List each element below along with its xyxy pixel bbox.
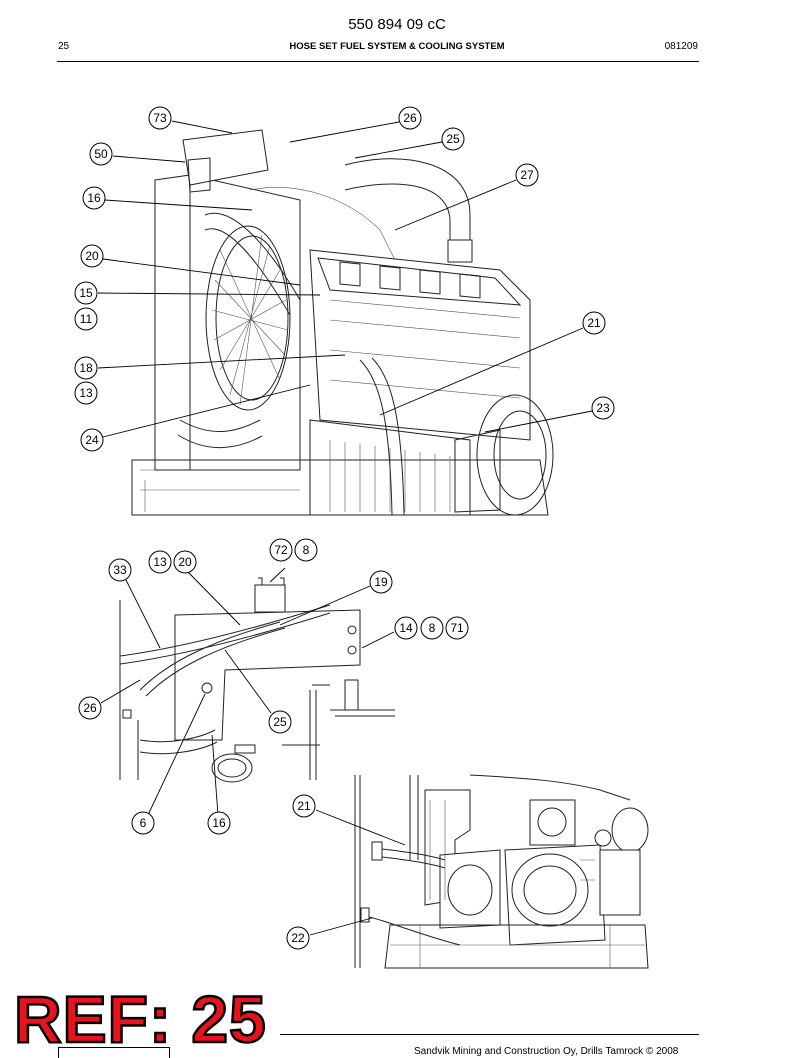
- callout-15: 15: [74, 281, 98, 305]
- svg-text:71: 71: [450, 621, 464, 635]
- callout-18: 18: [74, 356, 98, 380]
- tank-detail-drawing: [119, 577, 395, 783]
- leaders-view2: [100, 567, 395, 816]
- svg-text:15: 15: [79, 286, 93, 300]
- callout-11: 11: [74, 307, 98, 331]
- svg-text:16: 16: [87, 191, 101, 205]
- callout-22: 22: [286, 926, 310, 950]
- svg-text:11: 11: [80, 312, 93, 326]
- date-code: 081209: [664, 41, 698, 52]
- svg-text:13: 13: [79, 386, 93, 400]
- svg-text:16: 16: [212, 816, 226, 830]
- callout-71: 71: [445, 616, 469, 640]
- header-rule: [57, 61, 699, 62]
- leaders-view3: [309, 809, 406, 936]
- svg-text:13: 13: [153, 555, 167, 569]
- callout-25: 25: [268, 710, 292, 734]
- callout-13: 13: [74, 381, 98, 405]
- callout-6: 6: [131, 811, 155, 835]
- svg-text:20: 20: [85, 249, 99, 263]
- callout-73: 73: [148, 106, 172, 130]
- footer-rule: [280, 1034, 699, 1035]
- svg-text:18: 18: [79, 361, 93, 375]
- svg-text:24: 24: [85, 433, 99, 447]
- page-title: HOSE SET FUEL SYSTEM & COOLING SYSTEM: [289, 41, 505, 52]
- callout-33: 33: [108, 558, 132, 582]
- leaders-view1: [97, 120, 593, 438]
- svg-text:8: 8: [429, 621, 436, 635]
- svg-text:21: 21: [297, 799, 311, 813]
- svg-text:20: 20: [178, 555, 192, 569]
- callout-13: 13: [148, 550, 172, 574]
- svg-text:23: 23: [596, 401, 610, 415]
- svg-text:50: 50: [94, 147, 108, 161]
- pump-detail-drawing: [354, 774, 649, 969]
- callout-19: 19: [369, 570, 393, 594]
- svg-text:8: 8: [303, 543, 310, 557]
- callout-50: 50: [89, 142, 113, 166]
- svg-text:6: 6: [140, 816, 147, 830]
- svg-text:26: 26: [83, 701, 97, 715]
- callout-26: 26: [78, 696, 102, 720]
- callout-21: 21: [582, 311, 606, 335]
- callout-72: 72: [269, 538, 293, 562]
- footer-copyright: Sandvik Mining and Construction Oy, Dril…: [414, 1046, 679, 1057]
- callout-25: 25: [441, 127, 465, 151]
- svg-text:25: 25: [446, 132, 460, 146]
- svg-text:73: 73: [153, 111, 167, 125]
- svg-text:26: 26: [403, 111, 417, 125]
- callout-16: 16: [207, 811, 231, 835]
- engine-assembly-drawing: [131, 129, 554, 516]
- callout-21: 21: [292, 794, 316, 818]
- callout-23: 23: [591, 396, 615, 420]
- callout-20: 20: [80, 244, 104, 268]
- document-number: 550 894 09 cC: [348, 16, 446, 33]
- page-number: 25: [58, 41, 70, 52]
- callout-16: 16: [82, 186, 106, 210]
- svg-text:14: 14: [399, 621, 413, 635]
- svg-text:25: 25: [273, 715, 287, 729]
- svg-text:72: 72: [274, 543, 288, 557]
- callout-20: 20: [173, 550, 197, 574]
- callout-8: 8: [294, 538, 318, 562]
- callout-8: 8: [420, 616, 444, 640]
- svg-text:22: 22: [291, 931, 305, 945]
- callout-14: 14: [394, 616, 418, 640]
- svg-text:33: 33: [113, 563, 127, 577]
- svg-text:21: 21: [587, 316, 601, 330]
- ref-stamp: REF: 25: [13, 982, 267, 1056]
- svg-text:27: 27: [520, 168, 534, 182]
- callout-26: 26: [398, 106, 422, 130]
- callout-27: 27: [515, 163, 539, 187]
- callout-24: 24: [80, 428, 104, 452]
- svg-text:19: 19: [374, 575, 388, 589]
